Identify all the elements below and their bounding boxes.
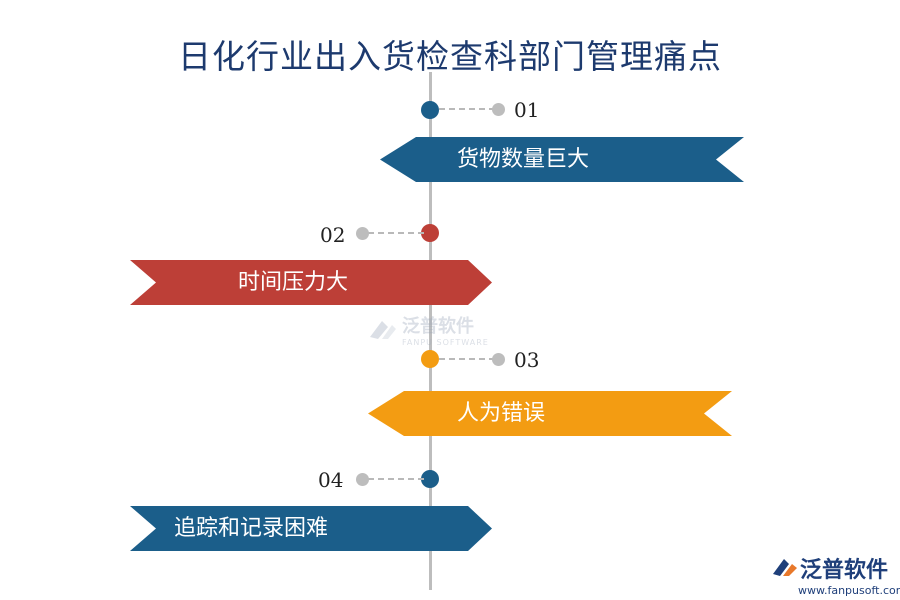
timeline-dot-01	[421, 101, 439, 119]
timeline-dot-03	[421, 350, 439, 368]
watermark-sub: FANPU SOFTWARE	[402, 338, 489, 347]
connector-02	[368, 232, 424, 234]
banner-04: 追踪和记录困难	[130, 506, 492, 551]
step-number-02: 02	[320, 223, 346, 247]
brand-url: www.fanpusoft.com	[798, 584, 900, 597]
watermark-logo-icon	[370, 320, 396, 339]
watermark: 泛普软件 FANPU SOFTWARE	[368, 312, 489, 347]
watermark-name: 泛普软件	[402, 316, 474, 337]
timeline-dot-04	[421, 470, 439, 488]
connector-03	[439, 358, 495, 360]
timeline-dot-02	[421, 224, 439, 242]
connector-04	[368, 478, 424, 480]
banner-02: 时间压力大	[130, 260, 492, 305]
step-number-03: 03	[514, 348, 540, 372]
brand-logo-icon	[773, 559, 797, 576]
connector-end-04	[356, 473, 369, 486]
brand-name: 泛普软件	[800, 558, 889, 583]
connector-end-02	[356, 227, 369, 240]
banner-label-01: 货物数量巨大	[457, 147, 590, 172]
brand-logo: 泛普软件 www.fanpusoft.com	[772, 552, 900, 597]
connector-end-03	[492, 353, 505, 366]
connector-end-01	[492, 103, 505, 116]
banner-01: 货物数量巨大	[380, 137, 744, 182]
banner-03: 人为错误	[368, 391, 732, 436]
banner-label-03: 人为错误	[457, 401, 546, 426]
timeline-axis	[429, 72, 432, 590]
step-number-01: 01	[514, 98, 540, 122]
banner-label-04: 追踪和记录困难	[174, 516, 329, 541]
connector-01	[439, 108, 495, 110]
page-title: 日化行业出入货检查科部门管理痛点	[178, 37, 722, 76]
banner-label-02: 时间压力大	[238, 270, 349, 295]
step-number-04: 04	[318, 468, 344, 492]
